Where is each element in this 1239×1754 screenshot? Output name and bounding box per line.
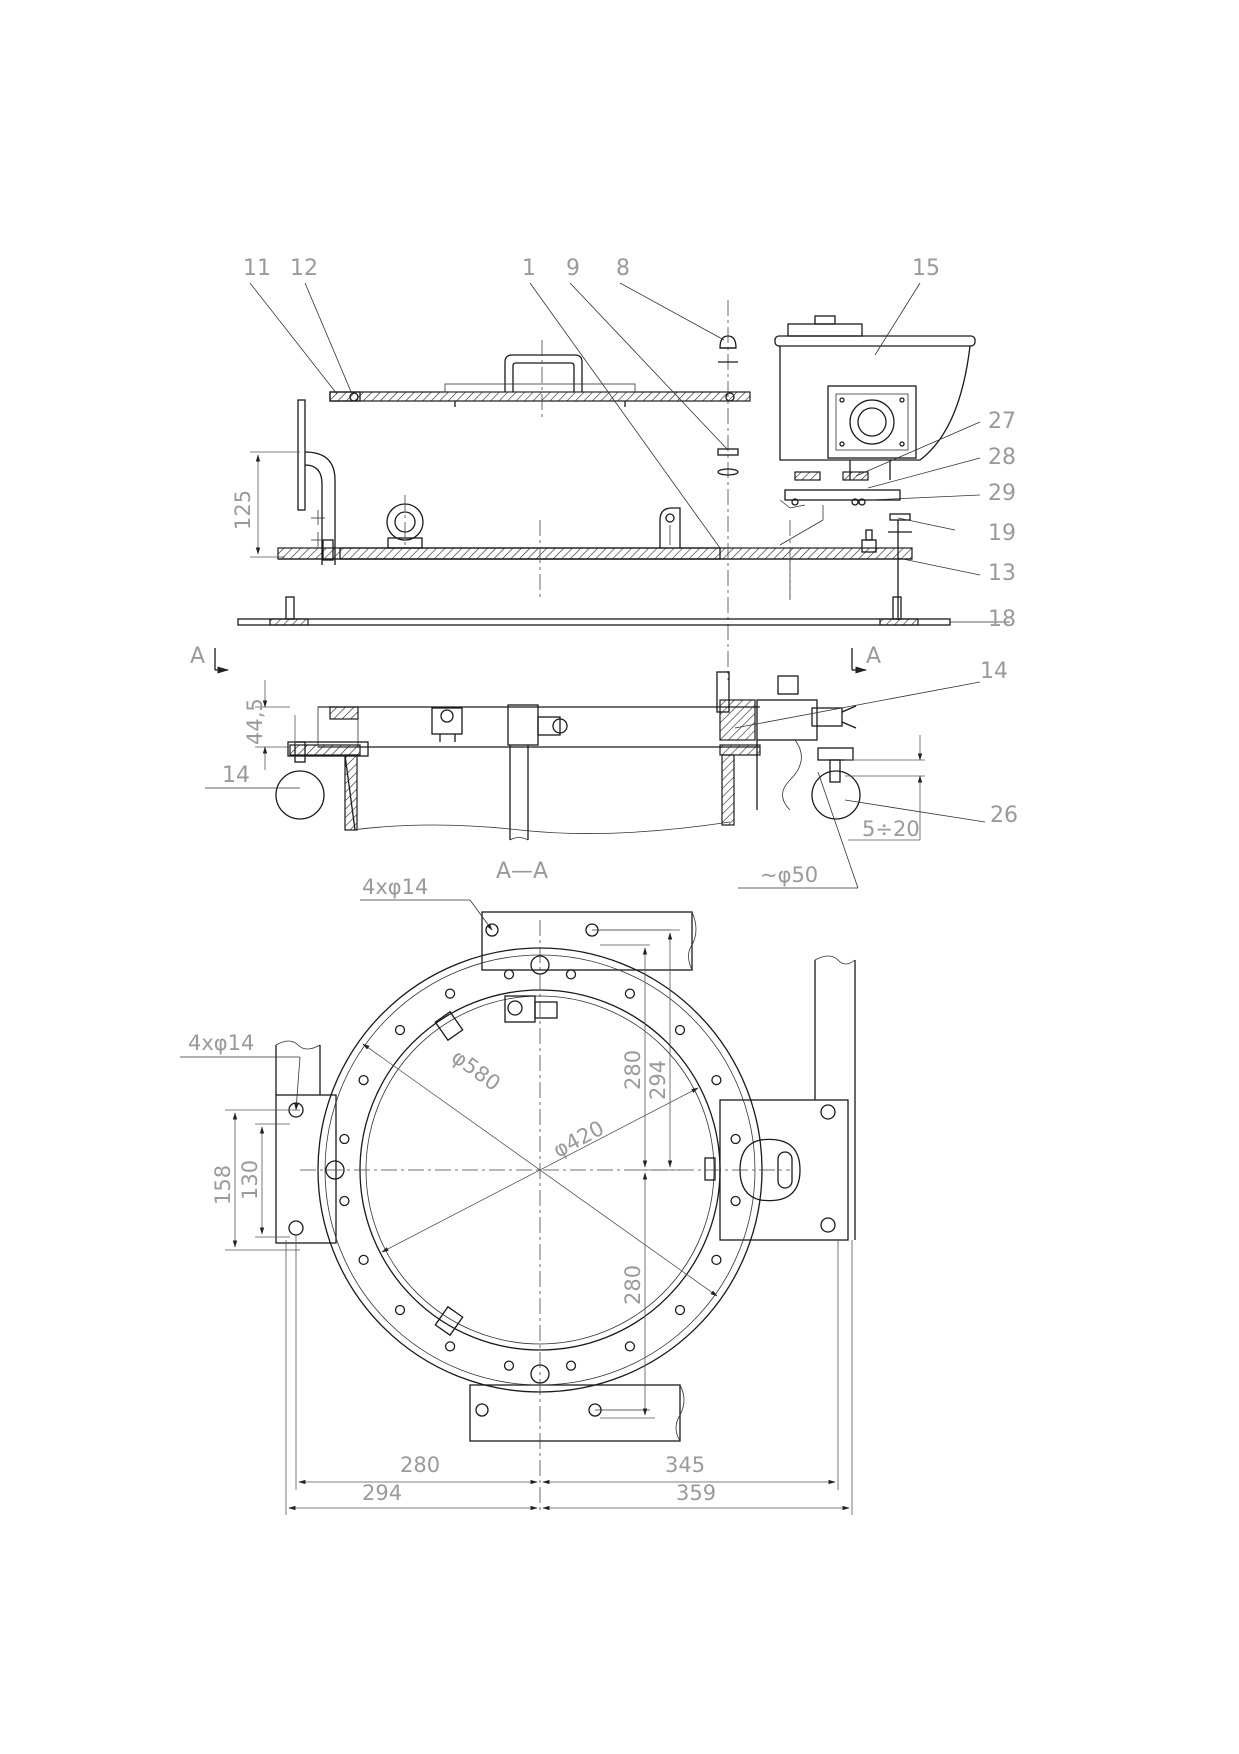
dim-130-label: 130 (238, 1160, 262, 1200)
part-label-15: 15 (912, 256, 940, 281)
dim-280-upper-label: 280 (621, 1050, 645, 1090)
bottom-bracket (469, 1384, 681, 1442)
holes-top-label: 4xφ14 (362, 875, 428, 899)
bolt-hole (565, 1360, 577, 1371)
part-label-13: 13 (988, 561, 1016, 586)
part-label-27: 27 (988, 409, 1016, 434)
bolt-hole (624, 988, 636, 999)
dim-44-5-label: 44,5 (243, 698, 267, 745)
dim-phi580-label: φ580 (447, 1045, 505, 1096)
dim-5-20-label: 5÷20 (862, 817, 920, 841)
part-label-14-left: 14 (222, 763, 250, 788)
bolt-hole (624, 1341, 636, 1352)
part-label-9: 9 (566, 256, 580, 281)
dim-125-label: 125 (231, 490, 255, 530)
bolt-hole (339, 1133, 350, 1145)
dim-280-lower-label: 280 (621, 1265, 645, 1305)
holes-left-label: 4xφ14 (188, 1031, 254, 1055)
part-label-11: 11 (243, 256, 271, 281)
nut-8 (719, 335, 737, 349)
bolt-hole (358, 1254, 369, 1266)
part-label-28: 28 (988, 445, 1016, 470)
section-a-a-view: A A (190, 644, 1018, 889)
part-label-26: 26 (990, 803, 1018, 828)
dim-phi50-label: ~φ50 (760, 863, 818, 887)
dim-345-label: 345 (665, 1453, 705, 1477)
bolt-hole (503, 1360, 515, 1371)
pipe-left (275, 770, 325, 820)
bolt-hole (503, 969, 515, 980)
cover-handle (504, 354, 583, 392)
part-label-8: 8 (616, 256, 630, 281)
pipe-right (811, 770, 861, 820)
frame-ring (277, 547, 913, 560)
bolt-hole (711, 1074, 722, 1086)
part-label-19: 19 (988, 521, 1016, 546)
gasket-ring-18 (237, 618, 951, 626)
bolt-hole (674, 1304, 686, 1316)
cover-plate (329, 391, 751, 402)
top-bracket (481, 911, 693, 971)
section-title: A—A (496, 859, 548, 884)
bolt-hole (730, 1133, 741, 1145)
part-label-12: 12 (290, 256, 318, 281)
part-label-14-right: 14 (980, 659, 1008, 684)
section-marker-left: A (190, 644, 205, 669)
dim-294-label: 294 (646, 1060, 670, 1100)
section-marker-right: A (866, 644, 881, 669)
bolt-hole (565, 969, 577, 980)
dim-280-horizontal-label: 280 (400, 1453, 440, 1477)
dim-359-label: 359 (676, 1481, 716, 1505)
part-label-29: 29 (988, 481, 1016, 506)
bolt-hole (339, 1195, 350, 1207)
bolt-hole (730, 1195, 741, 1207)
bolt-hole (394, 1024, 406, 1036)
part-label-1: 1 (522, 256, 536, 281)
gearbox-15 (774, 315, 976, 600)
hinge-plate (297, 399, 306, 511)
lift-pipe (304, 451, 336, 565)
bolt-hole (358, 1074, 369, 1086)
bolt-hole (711, 1254, 722, 1266)
bolt-hole (394, 1304, 406, 1316)
cover-assembly-view: 125 (231, 256, 1016, 680)
dim-294-horizontal-label: 294 (362, 1481, 402, 1505)
washer-9 (717, 448, 739, 456)
bolt-hole (444, 1341, 456, 1352)
bolt-hole (444, 988, 456, 999)
bolt-hole (674, 1024, 686, 1036)
dim-158-label: 158 (211, 1165, 235, 1205)
part-label-18: 18 (988, 607, 1016, 632)
left-bracket (275, 1094, 337, 1244)
hinge-lug (659, 507, 681, 548)
dim-phi420-label: φ420 (549, 1116, 608, 1163)
plan-view: φ580 φ420 4xφ14 4xφ14 280 294 280 158 13… (180, 875, 856, 1515)
